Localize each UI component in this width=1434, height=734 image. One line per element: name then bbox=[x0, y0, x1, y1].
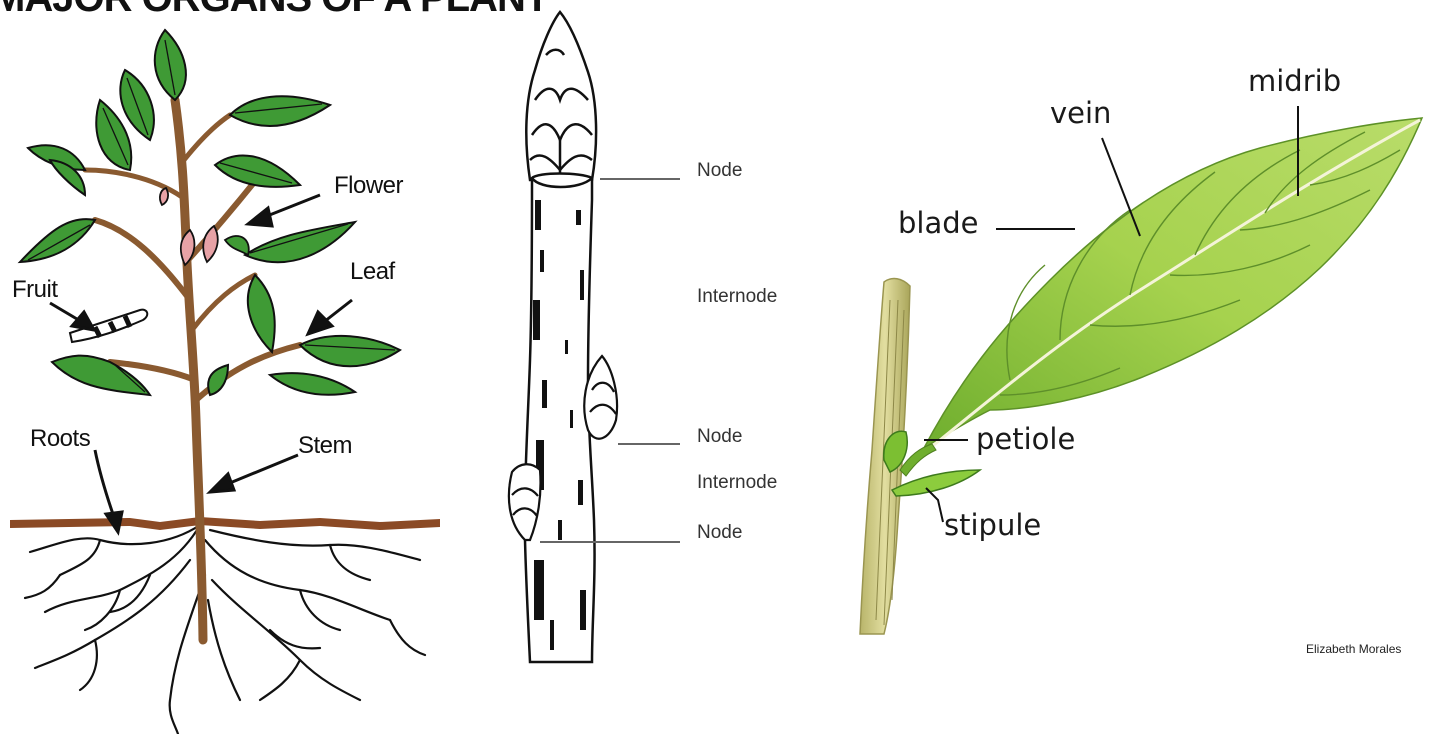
leaf-drawing bbox=[840, 0, 1434, 734]
label-internode-top: Internode bbox=[697, 286, 777, 308]
soil-line bbox=[10, 517, 440, 530]
label-blade: blade bbox=[898, 206, 979, 240]
label-stipule: stipule bbox=[944, 508, 1041, 542]
leaf-blade bbox=[924, 118, 1422, 448]
roots-drawing bbox=[25, 525, 425, 734]
label-roots: Roots bbox=[30, 425, 90, 453]
label-leaf: Leaf bbox=[350, 258, 395, 286]
label-flower: Flower bbox=[334, 172, 403, 200]
leaf-anatomy-panel: midrib vein blade petiole stipule Elizab… bbox=[840, 0, 1434, 734]
artist-credit: Elizabeth Morales bbox=[1306, 642, 1401, 656]
plant-drawing bbox=[0, 0, 460, 734]
plant-diagram-title: MAJOR ORGANS OF A PLANT bbox=[0, 0, 548, 21]
label-vein: vein bbox=[1050, 96, 1111, 130]
label-fruit: Fruit bbox=[12, 276, 58, 304]
label-node-mid: Node bbox=[697, 426, 742, 448]
label-node-top: Node bbox=[697, 160, 742, 182]
label-internode-mid: Internode bbox=[697, 472, 777, 494]
plant-organs-panel: MAJOR ORGANS OF A PLANT Flower Leaf Frui… bbox=[0, 0, 460, 734]
label-stem: Stem bbox=[298, 432, 352, 460]
stem-nodes-panel: Node Internode Node Internode Node bbox=[480, 0, 840, 734]
label-node-bottom: Node bbox=[697, 522, 742, 544]
label-petiole: petiole bbox=[976, 422, 1075, 456]
label-midrib: midrib bbox=[1248, 64, 1341, 98]
terminal-bud bbox=[526, 12, 596, 180]
twig-drawing bbox=[480, 0, 840, 734]
flowers bbox=[160, 188, 249, 265]
